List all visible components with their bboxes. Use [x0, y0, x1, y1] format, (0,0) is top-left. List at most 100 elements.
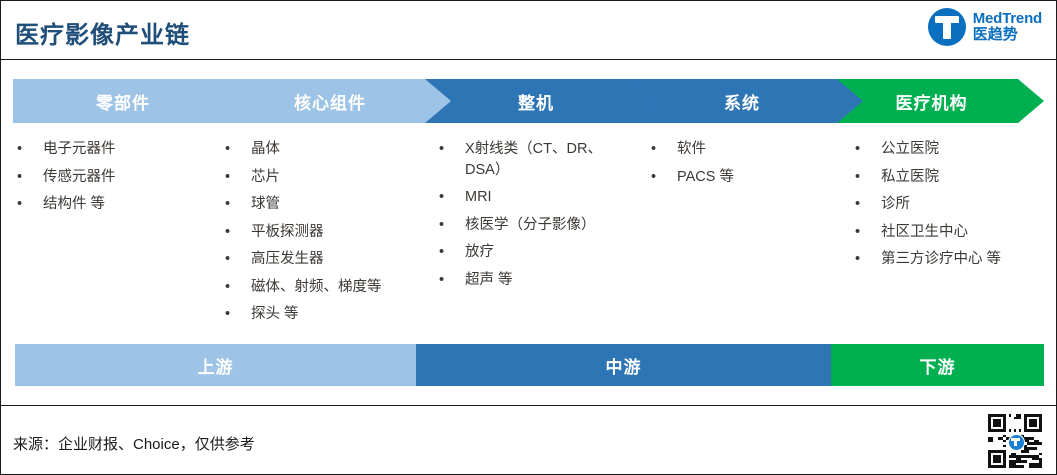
list-item: • 结构件 等 [15, 194, 220, 215]
bullet-dot-icon: • [225, 306, 231, 323]
bullet-dot-icon: • [855, 141, 861, 157]
bullet-dot-icon: • [651, 168, 657, 185]
chevron-label: 核心组件 [294, 93, 366, 113]
bullet-dot-icon: • [225, 196, 231, 213]
bullet-list: • 晶体 •芯片 • 球管 • 平板探测器 • 高压发生器 • 磁体、射频、梯度等 • 探头 等 [223, 139, 428, 325]
bullet-dot-icon: • [855, 223, 861, 240]
list-item: •芯片 [223, 167, 428, 188]
list-item-label: 电子元器件 [43, 141, 116, 157]
bullet-dot-icon: • [17, 196, 23, 213]
bullet-dot-icon: • [855, 196, 861, 213]
list-item-label: 社区卫生中心 [881, 223, 968, 240]
bullet-dot-icon: • [439, 244, 445, 261]
list-item-label: 软件 [677, 141, 706, 157]
list-item-label: 磁体、射频、梯度等 [251, 278, 382, 295]
stream-segment-3[interactable]: 下游 [831, 344, 1044, 386]
list-item: •超声 等 [437, 270, 637, 291]
list-item-label: 私立医院 [881, 168, 939, 185]
list-item: • 社区卫生中心 [853, 222, 1038, 243]
list-item: •传感元器件 [15, 167, 220, 188]
column-1: •电子元器件•传感元器件•结构件 等 [15, 139, 220, 222]
bullet-dot-icon: • [17, 141, 23, 157]
chevron-stage-2[interactable]: 核心组件 [219, 79, 459, 123]
list-item-label: PACS 等 [677, 168, 734, 185]
list-item-label: X射线类（CT、DR、DSA） [465, 141, 602, 178]
list-item: • 球管 [223, 194, 428, 215]
brand-name-cn: 医趋势 [972, 26, 1018, 43]
list-item-label: 球管 [251, 196, 280, 213]
stream-segment-label: 上游 [197, 357, 234, 377]
list-item-label: 诊所 [881, 196, 910, 213]
medtrend-t-icon [927, 8, 966, 46]
list-item: • 平板探测器 [223, 222, 428, 243]
stream-segment-bar: 上游 中游 下游 [15, 344, 1044, 386]
brand-logo-text: MedTrend 医趋势 [973, 11, 1042, 43]
stream-segment-1[interactable]: 上游 [15, 344, 416, 386]
column-5: • 公立医院 • 私立医院 • 诊所 • 社区卫生中心 • 第三方诊疗中心 等 [853, 139, 1038, 277]
chain-detail-columns: •电子元器件•传感元器件•结构件 等•晶体•芯片•球管•平板探测器•高压发生器•… [1, 139, 1056, 329]
bullet-dot-icon: • [439, 271, 445, 288]
stream-segment-label: 中游 [605, 357, 642, 377]
list-item: • 公立医院 [853, 139, 1038, 160]
list-item-label: MRI [465, 189, 492, 206]
bullet-list: • X射线类（CT、DR、DSA） • MRI • 核医学（分子影像） •放疗 •超声 等 [437, 139, 637, 290]
list-item: • 诊所 [853, 194, 1038, 215]
chevron-label: 整机 [518, 93, 554, 113]
stream-segment-2[interactable]: 中游 [416, 344, 831, 386]
chevron-stage-1[interactable]: 零部件 [13, 79, 253, 123]
bullet-dot-icon: • [439, 189, 445, 206]
value-chain-chevrons: 零部件 核心组件 整机 系统 医疗机构 [1, 79, 1056, 123]
bullet-list: • 软件 • PACS 等 [649, 139, 839, 187]
list-item-label: 结构件 等 [43, 196, 106, 213]
list-item: • 晶体 [223, 139, 428, 160]
list-item: •放疗 [437, 242, 637, 263]
chevron-stage-3[interactable]: 整机 [425, 79, 665, 123]
qr-code-icon[interactable] [986, 412, 1044, 470]
list-item: • MRI [437, 187, 637, 208]
chevron-stage-4[interactable]: 系统 [631, 79, 871, 123]
chevron-stage-5[interactable]: 医疗机构 [837, 79, 1044, 123]
qr-center-logo-icon [1007, 433, 1025, 451]
bullet-list: • 公立医院 • 私立医院 • 诊所 • 社区卫生中心 • 第三方诊疗中心 等 [853, 139, 1038, 270]
bullet-list: •电子元器件•传感元器件•结构件 等 [15, 139, 220, 215]
list-item: • PACS 等 [649, 167, 839, 188]
qr-matrix [988, 414, 1042, 468]
bullet-dot-icon: • [225, 251, 231, 268]
bullet-dot-icon: • [225, 223, 231, 240]
chevron-label: 零部件 [96, 93, 150, 113]
list-item-label: 公立医院 [881, 141, 939, 157]
column-4: • 软件 • PACS 等 [649, 139, 839, 194]
list-item-label: 核医学（分子影像） [465, 216, 596, 233]
list-item-label: 芯片 [251, 168, 280, 185]
bullet-dot-icon: • [855, 168, 861, 185]
column-2: • 晶体 •芯片 • 球管 • 平板探测器 • 高压发生器 • 磁体、射频、梯度等 • 探头 等 [223, 139, 428, 332]
footer-bar: 来源：企业财报、Choice，仅供参考 [1, 405, 1056, 474]
list-item-label: 平板探测器 [251, 223, 324, 240]
brand-logo: MedTrend 医趋势 [927, 8, 1042, 46]
list-item: • 探头 等 [223, 304, 428, 325]
header-bar: 医疗影像产业链 MedTrend 医趋势 [1, 1, 1056, 60]
list-item: • 高压发生器 [223, 249, 428, 270]
list-item-label: 晶体 [251, 141, 280, 157]
bullet-dot-icon: • [225, 278, 231, 295]
chevron-label: 医疗机构 [895, 93, 968, 113]
list-item: • 电子元器件 [15, 139, 220, 160]
column-3: • X射线类（CT、DR、DSA） • MRI • 核医学（分子影像） •放疗 •超声 等 [437, 139, 637, 297]
list-item: • 磁体、射频、梯度等 [223, 277, 428, 298]
chevron-label: 系统 [724, 93, 760, 113]
list-item: • 核医学（分子影像） [437, 215, 637, 236]
list-item: • 私立医院 [853, 167, 1038, 188]
bullet-dot-icon: • [651, 141, 657, 157]
list-item: • 第三方诊疗中心 等 [853, 249, 1038, 270]
bullet-dot-icon: • [17, 168, 23, 185]
bullet-dot-icon: • [225, 141, 231, 157]
bullet-dot-icon: • [439, 141, 445, 157]
page-title: 医疗影像产业链 [15, 22, 190, 49]
list-item-label: 第三方诊疗中心 等 [881, 251, 1002, 268]
list-item-label: 高压发生器 [251, 251, 324, 268]
source-note: 来源：企业财报、Choice，仅供参考 [13, 436, 255, 453]
list-item-label: 探头 等 [251, 306, 299, 323]
brand-name-en: MedTrend [972, 10, 1042, 28]
bullet-dot-icon: • [855, 251, 861, 268]
bullet-dot-icon: • [439, 216, 445, 233]
